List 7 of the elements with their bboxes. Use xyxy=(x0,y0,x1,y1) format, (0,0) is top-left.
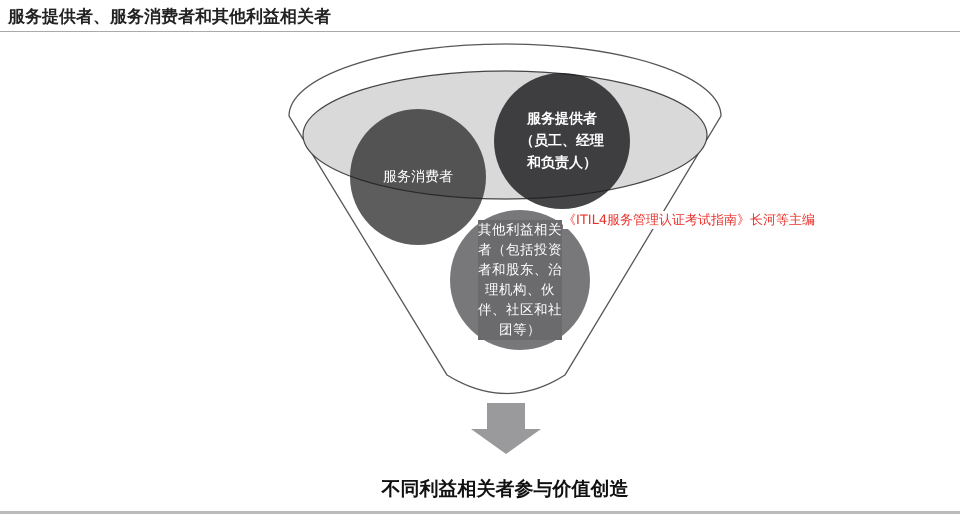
citation-note: 《ITIL4服务管理认证考试指南》长河等主编 xyxy=(563,211,816,229)
circle-label: 服务消费者 xyxy=(382,168,454,187)
block-arrow xyxy=(471,403,541,454)
circle-label: 服务提供者（员工、经理和负责人） xyxy=(519,110,605,173)
circle-label: 其他利益相关者（包括投资者和股东、治理机构、伙伴、社区和社团等） xyxy=(478,220,562,340)
conclusion-text: 不同利益相关者参与价值创造 xyxy=(300,476,710,502)
title-text: 服务提供者、服务消费者和其他利益相关者 xyxy=(8,6,331,28)
